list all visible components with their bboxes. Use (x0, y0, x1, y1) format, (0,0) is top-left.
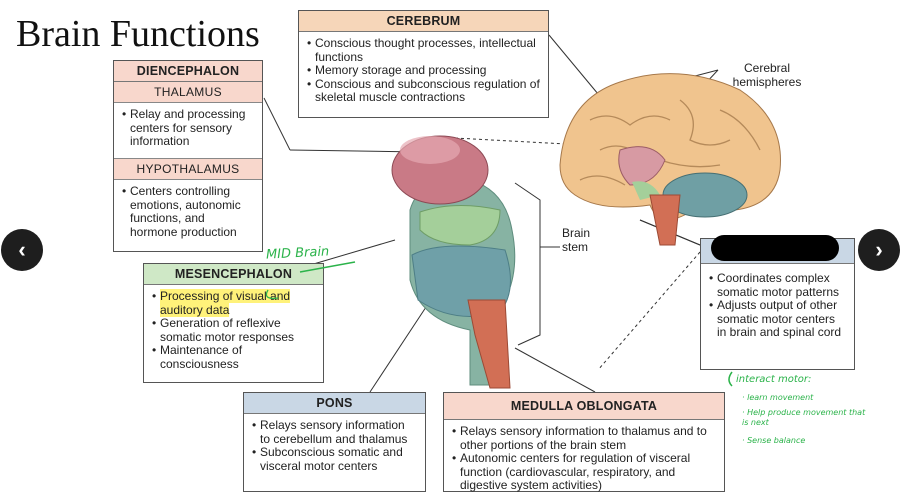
mesencephalon-header: MESENCEPHALON (144, 264, 323, 285)
cerebellum-item: Coordinates complex somatic motor patter… (709, 271, 846, 299)
pons-box: PONS Relays sensory information to cereb… (243, 392, 426, 492)
medulla-item: Autonomic centers for regulation of visc… (452, 451, 716, 493)
cerebrum-item: Conscious thought processes, intellectua… (307, 36, 540, 64)
next-slide-button[interactable]: › (858, 229, 900, 271)
diencephalon-header: DIENCEPHALON (114, 61, 262, 82)
mesencephalon-list: Processing of visual and auditory data G… (144, 285, 323, 375)
pons-item: Relays sensory information to cerebellum… (252, 418, 417, 446)
hypothalamus-list: Centers controlling emotions, autonomic … (114, 180, 262, 243)
highlighted-text: Processing of visual and auditory data (160, 289, 291, 317)
diencephalon-box: DIENCEPHALON THALAMUS Relay and processi… (113, 60, 263, 252)
cerebrum-box: CEREBRUM Conscious thought processes, in… (298, 10, 549, 118)
mesencephalon-item: Generation of reflexive somatic motor re… (152, 316, 315, 344)
brain-stem-label: Brain stem (562, 226, 591, 254)
mesencephalon-item: Maintenance of consciousness (152, 343, 315, 371)
medulla-box: MEDULLA OBLONGATA Relays sensory informa… (443, 392, 725, 492)
handwritten-note-item: · Sense balance (742, 436, 806, 445)
handwritten-note-text: Sense balance (747, 436, 806, 445)
chevron-right-icon: › (875, 237, 883, 262)
chevron-left-icon: ‹ (18, 237, 26, 262)
medulla-header: MEDULLA OBLONGATA (444, 393, 724, 420)
hypothalamus-header: HYPOTHALAMUS (114, 158, 262, 180)
redaction-mark (711, 235, 839, 261)
cerebellum-box: Coordinates complex somatic motor patter… (700, 235, 855, 370)
handwritten-note-text: Help produce movement that is next (742, 408, 866, 427)
cerebrum-item: Conscious and subconscious regulation of… (307, 77, 540, 105)
hypothalamus-item: Centers controlling emotions, autonomic … (122, 184, 254, 239)
thalamus-list: Relay and processing centers for sensory… (114, 103, 262, 158)
mesencephalon-box: MESENCEPHALON Processing of visual and a… (143, 263, 324, 383)
pons-item: Subconscious somatic and visceral motor … (252, 445, 417, 473)
cerebrum-item: Memory storage and processing (307, 63, 540, 78)
medulla-item: Relays sensory information to thalamus a… (452, 424, 716, 452)
handwritten-note-item: · Help produce movement that is next (742, 408, 866, 427)
cerebrum-list: Conscious thought processes, intellectua… (299, 32, 548, 109)
cerebral-hemispheres-label: Cerebral hemispheres (732, 61, 802, 89)
cerebellum-header (701, 235, 854, 264)
pons-header: PONS (244, 393, 425, 414)
thalamus-item: Relay and processing centers for sensory… (122, 107, 254, 149)
medulla-list: Relays sensory information to thalamus a… (444, 420, 724, 497)
cerebellum-list: Coordinates complex somatic motor patter… (701, 264, 854, 344)
thalamus-header: THALAMUS (114, 82, 262, 103)
page-title: Brain Functions (16, 13, 260, 55)
pons-list: Relays sensory information to cerebellum… (244, 414, 425, 477)
handwritten-note-item: · learn movement (742, 393, 814, 402)
cerebrum-header: CEREBRUM (299, 11, 548, 32)
handwritten-note-title: interact motor: (736, 374, 812, 385)
cerebellum-item: Adjusts output of other somatic motor ce… (709, 298, 846, 340)
mesencephalon-item-highlighted: Processing of visual and auditory data (152, 289, 315, 317)
previous-slide-button[interactable]: ‹ (1, 229, 43, 271)
handwritten-note-text: learn movement (747, 393, 814, 402)
